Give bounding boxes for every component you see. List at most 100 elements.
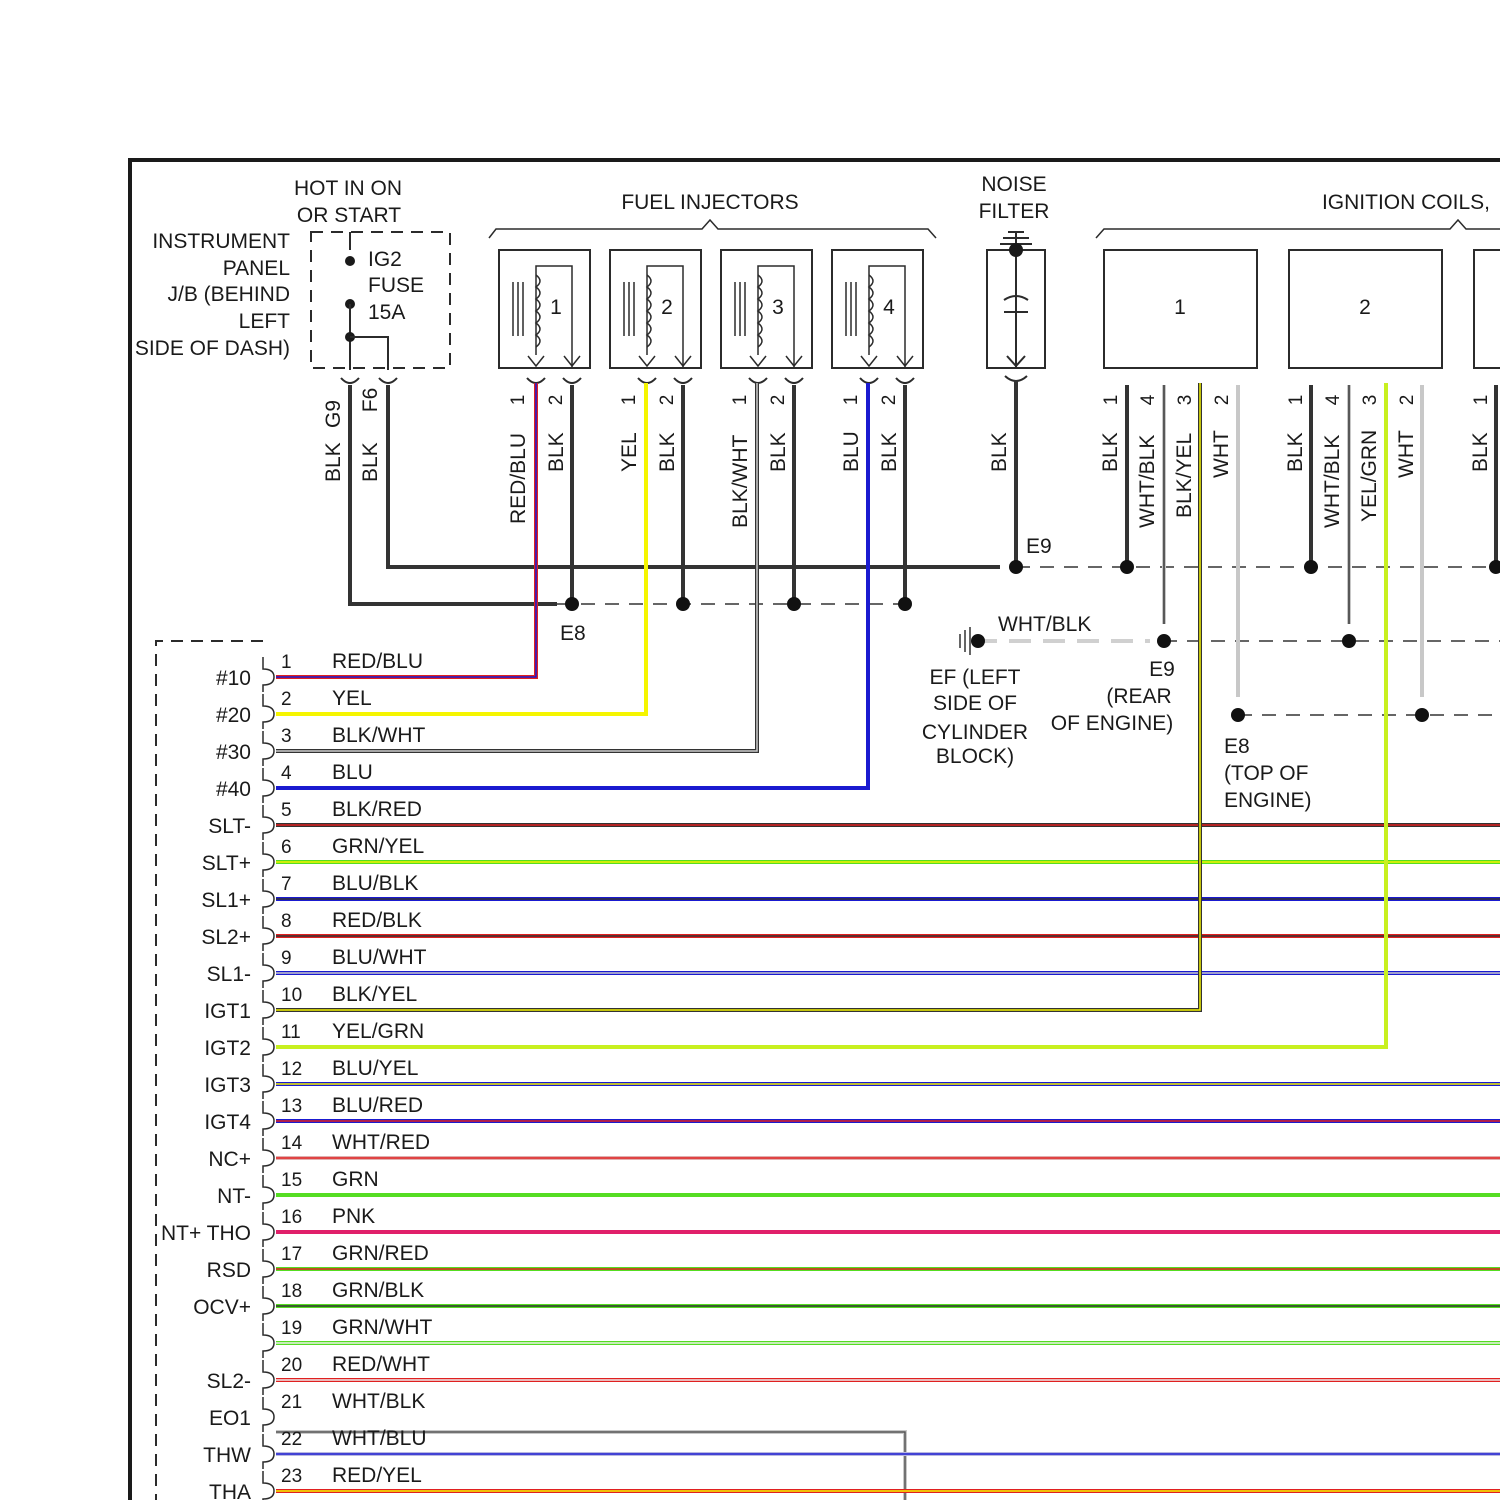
e8-top-label-line2: (TOP OF — [1224, 762, 1308, 785]
ef-label-line1: EF (LEFT — [929, 666, 1020, 689]
ecm-pin-14-terminal — [263, 1138, 274, 1173]
e9-rear-label-line2: (REAR — [1106, 685, 1171, 708]
ignition-coils-label: IGNITION COILS, — [1322, 191, 1490, 214]
ecm-pin-13-number: 13 — [281, 1096, 302, 1117]
injector-4-pin2-terminal — [896, 378, 914, 383]
ecm-pin-4-terminal — [263, 768, 274, 803]
ecm-pin-8-number: 8 — [281, 911, 292, 932]
injector-2-pin1-terminal — [638, 378, 656, 383]
coil-2-number: 2 — [1359, 296, 1371, 319]
ecm-pin-20-number: 20 — [281, 1355, 302, 1376]
coil2-pin1-num: 1 — [1286, 395, 1307, 406]
ecm-pin-17-signal: RSD — [207, 1259, 251, 1282]
ecm-pin-1-wire-stripe — [276, 383, 536, 677]
coil1-pin1-num: 1 — [1101, 395, 1122, 406]
ecm-pin-1-wire-color: RED/BLU — [332, 650, 423, 673]
ecm-pin-20-terminal — [263, 1360, 274, 1395]
ecm-pin-16-terminal — [263, 1212, 274, 1247]
ecm-pin-20-signal: SL2- — [207, 1370, 251, 1393]
e8-junction-dot-4 — [898, 597, 912, 611]
ecm-pin-10-number: 10 — [281, 985, 302, 1006]
ef-ground-dot — [971, 634, 985, 648]
jb-g9-terminal — [341, 378, 359, 383]
e9-junction-coil1 — [1120, 560, 1134, 574]
fuel-injectors-label: FUEL INJECTORS — [621, 191, 798, 214]
coil1-wire1-color: BLK — [1099, 432, 1122, 472]
noise-filter-label-line2: FILTER — [979, 200, 1050, 223]
jb-f6-terminal — [379, 378, 397, 383]
coil2-pin2-num: 2 — [1397, 395, 1418, 406]
noise-filter-wire-color: BLK — [988, 432, 1011, 472]
ecm-pin-1-signal: #10 — [216, 667, 251, 690]
inj1-wire1-color: RED/BLU — [507, 433, 530, 524]
injector-1-number: 1 — [550, 296, 562, 319]
ef-label-line3: CYLINDER — [922, 721, 1028, 744]
ecm-pin-5-number: 5 — [281, 800, 292, 821]
jb-label-line5: SIDE OF DASH) — [135, 337, 290, 360]
e9-rear-junction-coil1 — [1157, 634, 1171, 648]
jb-label-line3: J/B (BEHIND — [167, 283, 290, 306]
e9-junction-coil2 — [1304, 560, 1318, 574]
e8-top-label-line3: ENGINE) — [1224, 789, 1312, 812]
ecm-pin-23-number: 23 — [281, 1466, 302, 1487]
injector-3-pin1-terminal — [749, 378, 767, 383]
jb-pin-f6-label: F6 — [359, 388, 382, 413]
fuse-label-line1: IG2 — [368, 248, 402, 271]
injector-1-pin1-terminal — [527, 378, 545, 383]
ecm-pin-7-signal: SL1+ — [201, 889, 251, 912]
coil2-pin3-num: 3 — [1360, 395, 1381, 406]
ecm-pin-9-wire-color: BLU/WHT — [332, 946, 427, 969]
hot-label-line2: OR START — [297, 204, 401, 227]
wht-blk-ground-label: WHT/BLK — [998, 613, 1091, 636]
injector-4-pin1-terminal — [860, 378, 878, 383]
ecm-pin-22-signal: THW — [203, 1444, 251, 1467]
injector-2-pin2-terminal — [674, 378, 692, 383]
ecm-pin-5-terminal — [263, 805, 274, 840]
ecm-pin-1-terminal — [263, 657, 274, 692]
ecm-pin-11-wire-color: YEL/GRN — [332, 1020, 424, 1043]
ecm-pin-7-number: 7 — [281, 874, 292, 895]
ecm-pin-16-wire-color: PNK — [332, 1205, 375, 1228]
ecm-pin-22-number: 22 — [281, 1429, 302, 1450]
noise-filter-label-line1: NOISE — [981, 173, 1046, 196]
inj3-pin1-num: 1 — [730, 395, 751, 406]
coil1-pin4-num: 4 — [1138, 394, 1159, 405]
ecm-pin-22-terminal — [263, 1434, 274, 1469]
inj1-pin2-num: 2 — [546, 395, 567, 406]
coil-1-number: 1 — [1174, 296, 1186, 319]
e9-rear-junction-coil2 — [1342, 634, 1356, 648]
ecm-pin-21-number: 21 — [281, 1392, 302, 1413]
ecm-pin-10-terminal — [263, 990, 274, 1025]
ecm-pin-18-signal: OCV+ — [193, 1296, 251, 1319]
ecm-pin-9-signal: SL1- — [207, 963, 251, 986]
ef-label-line2: SIDE OF — [933, 692, 1017, 715]
jb-wire-f6-color: BLK — [359, 442, 382, 482]
ecm-pin-6-number: 6 — [281, 837, 292, 858]
ecm-pin-11-number: 11 — [281, 1022, 301, 1043]
ecm-pin-19-wire-color: GRN/WHT — [332, 1316, 432, 1339]
ecm-pin-2-number: 2 — [281, 689, 292, 710]
e9-rear-label-line3: OF ENGINE) — [1051, 712, 1174, 735]
ecm-pin-1-number: 1 — [281, 652, 292, 673]
inj4-pin1-num: 1 — [841, 395, 862, 406]
ecm-pin-2-signal: #20 — [216, 704, 251, 727]
wire-group — [341, 378, 1500, 722]
ecm-pin-21-wire-color: WHT/BLK — [332, 1390, 425, 1413]
ecm-pin-2-wire-color: YEL — [332, 687, 372, 710]
ecm-pin-8-wire-color: RED/BLK — [332, 909, 422, 932]
ecm-pin-9-terminal — [263, 953, 274, 988]
coil2-wire3-color: YEL/GRN — [1358, 430, 1381, 522]
ecm-pin-6-terminal — [263, 842, 274, 877]
ignition-coil-1-box: 1 — [1104, 250, 1257, 368]
e8-top-junction-coil2 — [1415, 708, 1429, 722]
e8-junction-dot-2 — [676, 597, 690, 611]
ecm-pin-19-number: 19 — [281, 1318, 302, 1339]
fuse-label-line3: 15A — [368, 301, 405, 324]
coil1-wire3-color: BLK/YEL — [1173, 433, 1196, 518]
ecm-pin-17-number: 17 — [281, 1244, 302, 1265]
ecm-pin-17-wire-color: GRN/RED — [332, 1242, 429, 1265]
inj2-pin2-num: 2 — [657, 395, 678, 406]
ecm-pin-12-terminal — [263, 1064, 274, 1099]
ecm-pin-6-wire-color: GRN/YEL — [332, 835, 424, 858]
